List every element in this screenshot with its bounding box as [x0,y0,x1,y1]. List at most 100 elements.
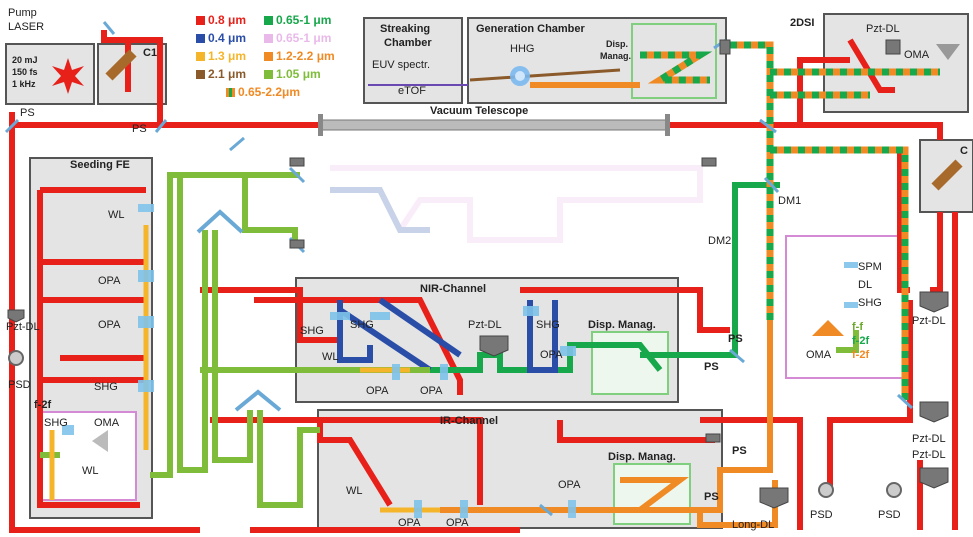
beam-dump [702,158,716,166]
seed-opa-2-label: OPA [98,320,120,331]
crystal [844,302,858,308]
red-right-column [930,212,940,290]
ir-ps-2-label: PS [704,492,719,503]
hhg-label: HHG [510,44,534,55]
crystal [392,364,400,380]
right-psd-2-label: PSD [878,510,901,521]
f2f-title-label: f-2f [34,400,51,411]
pump-laser-label-1: Pump [8,8,37,19]
beam-dump [706,434,720,442]
telescope-end-l [318,114,323,136]
legend-text: 0.65-1 μm [276,31,331,45]
long-dl-label: Long-DL [732,520,774,531]
seeding-fe-label: Seeding FE [70,160,130,171]
ff-shg-label: SHG [858,298,882,309]
streaking-chamber-label-2: Chamber [384,38,432,49]
pump-laser-label-2: LASER [8,22,44,33]
beam-dump [290,158,304,166]
seed-opa-1-label: OPA [98,276,120,287]
seed-psd-label: PSD [8,380,31,391]
etof-label: eTOF [398,86,426,97]
nir-wl-label: WL [322,352,339,363]
f2f-oma-label: OMA [94,418,119,429]
legend-swatch [264,70,273,79]
hhg-source [510,66,530,86]
legend-item-7: 1.05 μm [264,68,321,80]
ff-legend-f2f-orange: f-2f [852,350,869,361]
legend-swatch [196,16,205,25]
lime-loop-4 [260,410,320,505]
pzt-dl-r1-mount [920,292,948,312]
beam-dump [290,240,304,248]
pzt-dl-r3-mount [920,468,948,488]
nir-opa-1-label: OPA [366,386,388,397]
psd-r1-detector [819,483,833,497]
legend-swatch [264,34,273,43]
twodsi-pzt-dl-label: Pzt-DL [866,24,900,35]
legend-text: 1.2-2.2 μm [276,49,335,63]
pump-spec-3: 1 kHz [12,80,36,89]
ir-ps-1-label: PS [732,446,747,457]
nir-disp-manag-label: Disp. Manag. [588,320,656,331]
vacuum-telescope-label: Vacuum Telescope [430,106,528,117]
vacuum-telescope [318,114,670,136]
f2f-shg-label: SHG [44,418,68,429]
legend-swatch [196,34,205,43]
legend-text: 0.65-1 μm [276,13,331,27]
gen-disp-manag-label-2: Manag. [600,52,631,61]
legend-item-2: 0.4 μm [196,32,246,44]
streaking-chamber-label-1: Streaking [380,24,430,35]
ir-opa-1-label: OPA [398,518,420,529]
legend-item-8: 0.65-2.2μm [226,86,300,98]
ir-opa-3-label: OPA [558,480,580,491]
crystal [414,500,422,518]
lime-loop-3 [215,230,250,460]
legend-text: 1.3 μm [208,49,246,63]
prism-ir [236,392,280,410]
crystal [138,204,154,212]
nir-opa-2-label: OPA [420,386,442,397]
crystal [523,306,539,316]
dm2-label: DM2 [708,236,731,247]
legend-swatch [226,88,235,97]
ir-opa-2-label: OPA [446,518,468,529]
ir-wl-label: WL [346,486,363,497]
nir-ps-2-label: PS [704,362,719,373]
nir-ps-1-label: PS [728,334,743,345]
legend-swatch [264,52,273,61]
crystal [138,316,154,328]
nir-shg-1-label: SHG [300,326,324,337]
right-psd-1-label: PSD [810,510,833,521]
legend-text: 0.8 μm [208,13,246,27]
right-pzt-dl-1-label: Pzt-DL [912,316,946,327]
right-pzt-dl-3-label: Pzt-DL [912,450,946,461]
crystal [138,380,154,392]
dm1-label: DM1 [778,196,801,207]
crystal [138,270,154,282]
legend-item-1: 0.65-1 μm [264,14,331,26]
crystal [844,262,858,268]
c-right-label: C [960,146,968,157]
right-pzt-dl-2-label: Pzt-DL [912,434,946,445]
ff-spm-label: SPM [858,262,882,273]
ir-disp-manag-label: Disp. Manag. [608,452,676,463]
ff-oma-label: OMA [806,350,831,361]
ff-legend-f2f-green: f-2f [852,336,869,347]
psd-seed-detector [9,351,23,365]
legend-text: 2.1 μm [208,67,246,81]
hhg-core [515,71,525,81]
legend-swatch [196,52,205,61]
legend-item-5: 1.2-2.2 μm [264,50,335,62]
pump-spec-1: 20 mJ [12,56,38,65]
telescope-end-r [665,114,670,136]
legend-item-6: 2.1 μm [196,68,246,80]
lime-loop-2 [180,175,205,470]
seed-wl-label: WL [108,210,125,221]
pzt-dl-2dsi-mount [886,40,900,54]
legend-text: 0.4 μm [208,31,246,45]
ff-dl-label: DL [858,280,872,291]
ff-legend-ff: f-f [852,322,863,333]
lime-loop-1 [150,175,300,475]
